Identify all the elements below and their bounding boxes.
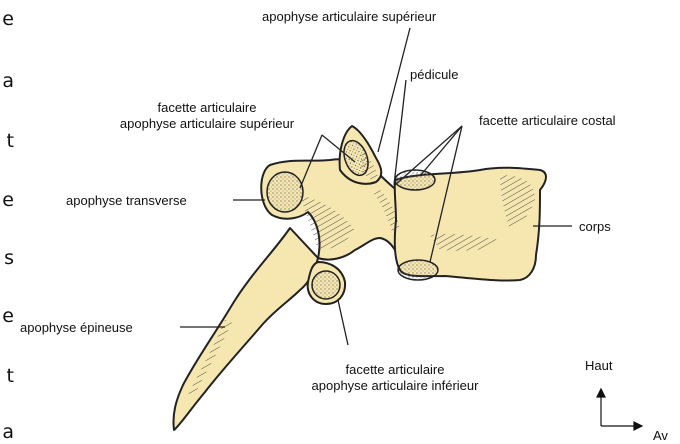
- label-sup-facet-line2: apophyse articulaire supérieur: [86, 116, 328, 132]
- orientation-forward-label: Av: [653, 428, 668, 444]
- label-sup-facet-line1: facette articulaire: [86, 100, 328, 116]
- label-body: corps: [579, 219, 611, 235]
- label-costal-facet: facette articulaire costal: [479, 113, 616, 129]
- label-transverse-process: apophyse transverse: [66, 193, 187, 209]
- label-inf-facet: facette articulaire apophyse articulaire…: [265, 362, 525, 394]
- inferior-facet: [312, 271, 340, 299]
- label-inf-facet-line2: apophyse articulaire inférieur: [265, 378, 525, 394]
- transverse-facet: [267, 172, 303, 212]
- lower-costal-facet: [398, 260, 438, 280]
- label-sup-facet: facette articulaire apophyse articulaire…: [86, 100, 328, 132]
- label-inf-facet-line1: facette articulaire: [265, 362, 525, 378]
- label-sup-articular-process: apophyse articulaire supérieur: [262, 9, 436, 25]
- orientation-up-label: Haut: [585, 358, 612, 374]
- label-pedicle: pédicule: [410, 67, 458, 83]
- label-spinous-process: apophyse épineuse: [20, 320, 133, 336]
- orientation-arrows: [597, 389, 642, 430]
